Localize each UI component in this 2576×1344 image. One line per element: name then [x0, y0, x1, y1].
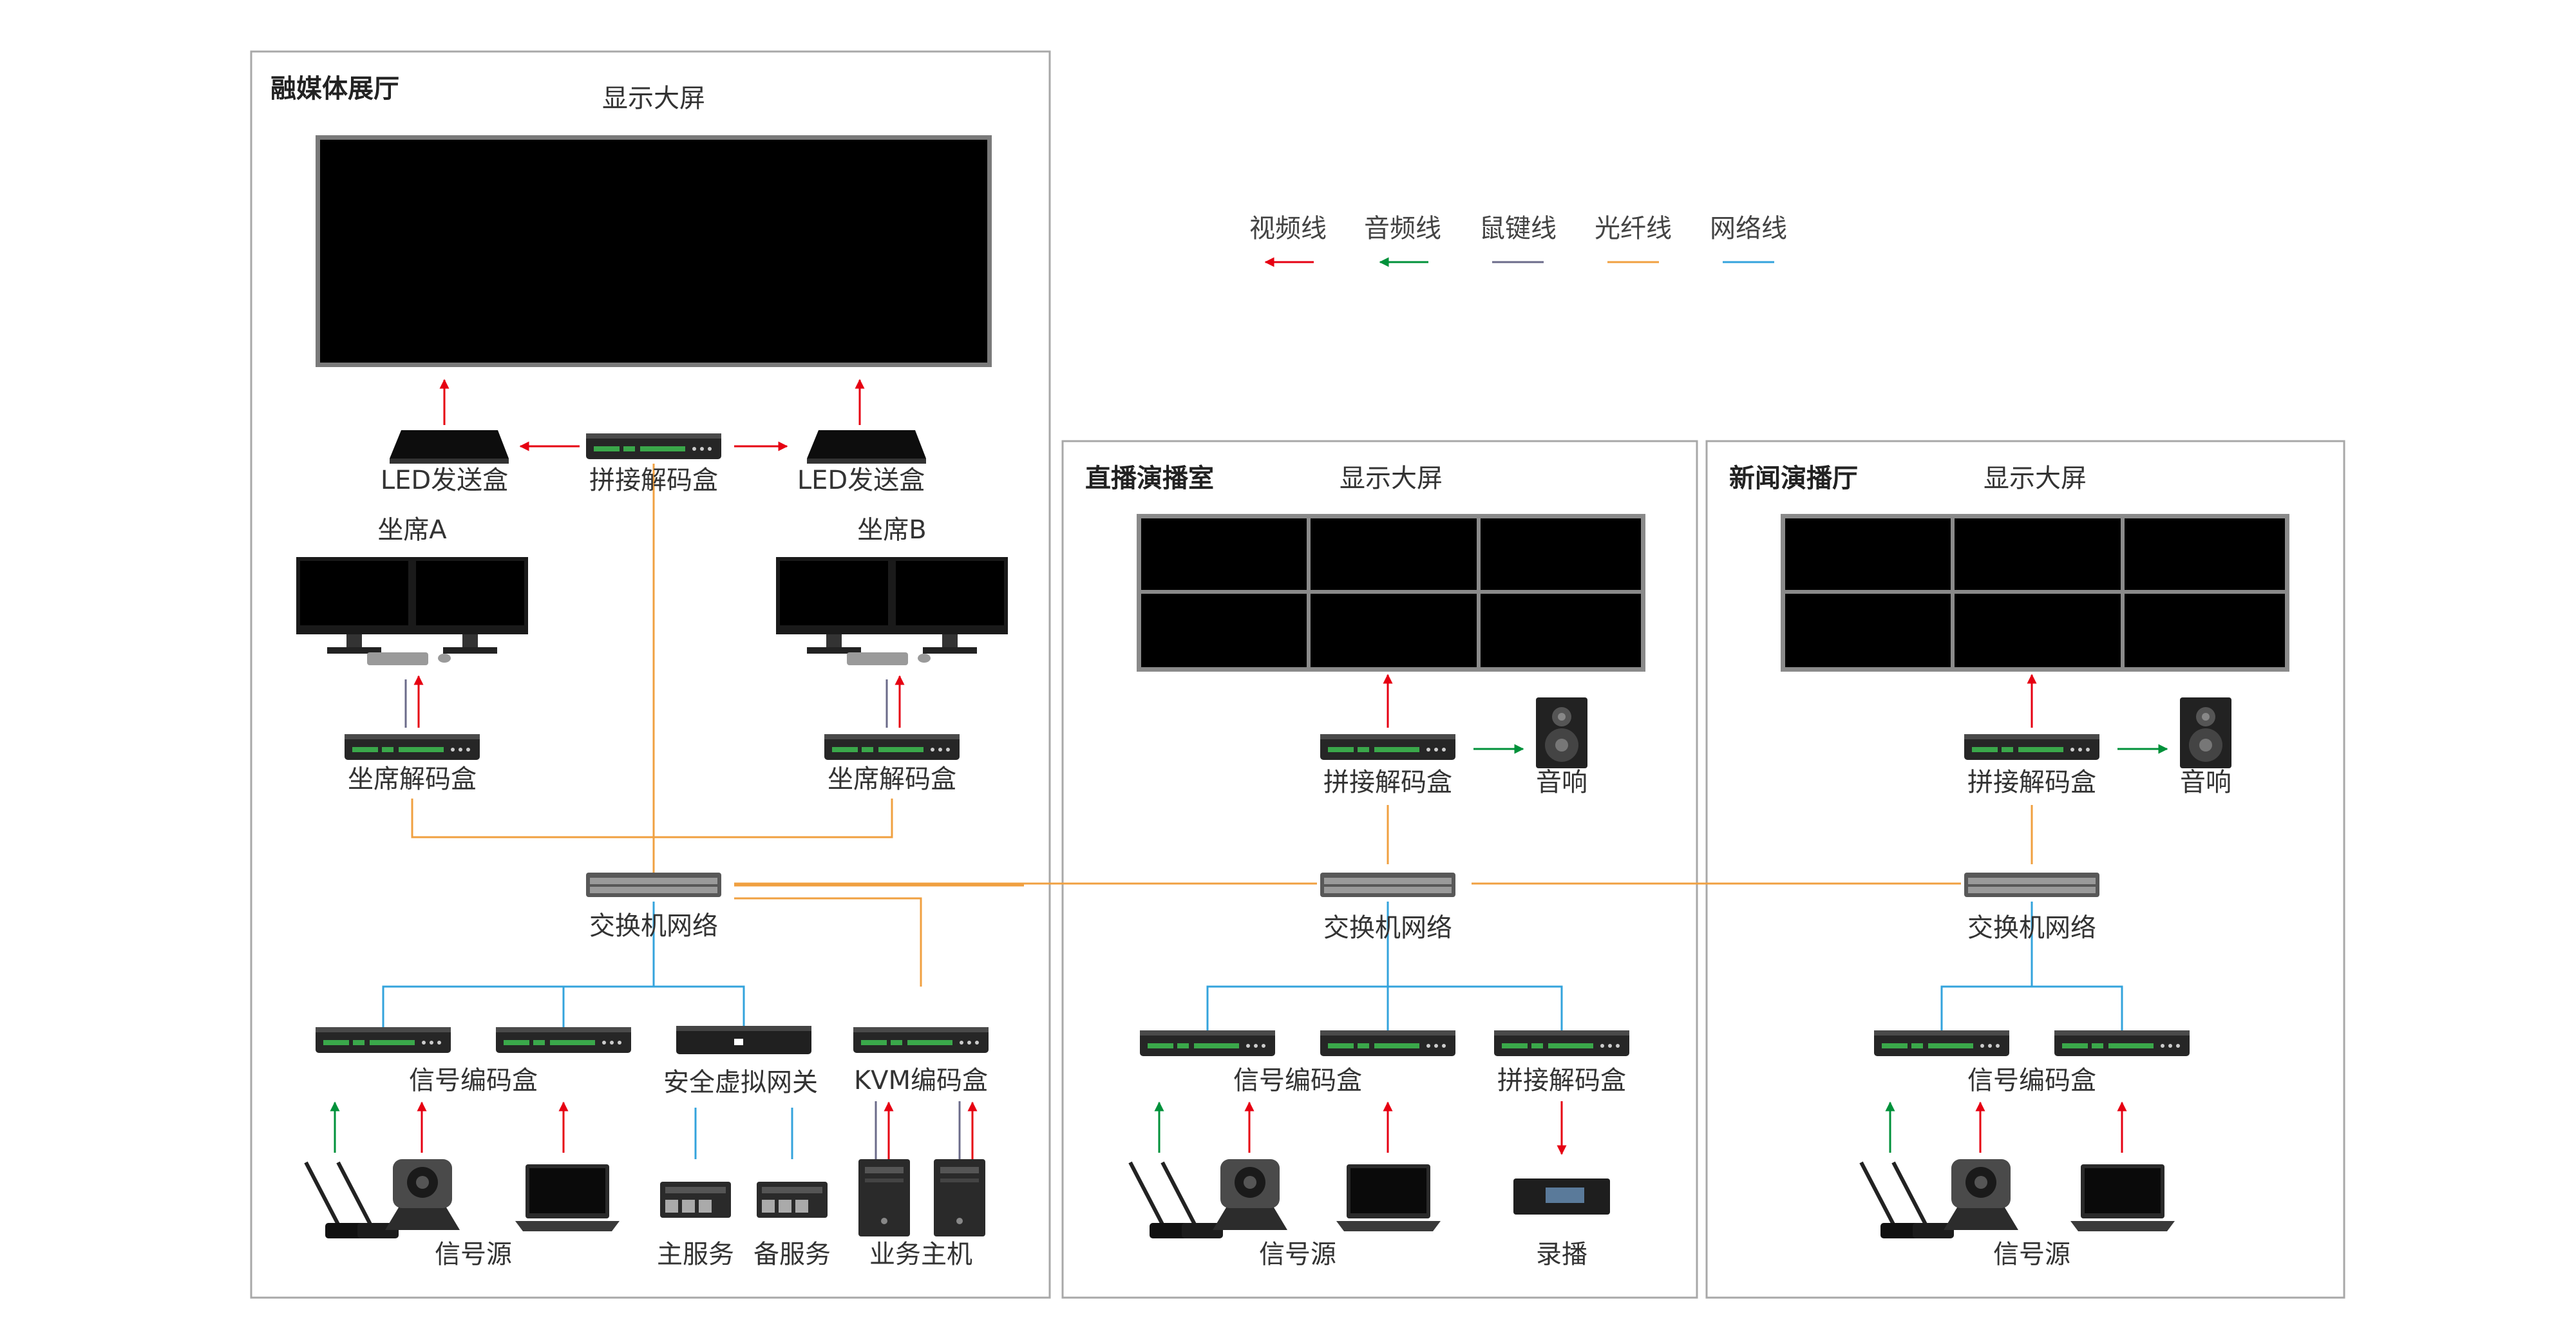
business-host-label: 业务主机 — [869, 1240, 972, 1269]
studio-switch-label: 交换机网络 — [1323, 913, 1452, 943]
network-links — [382, 902, 2123, 1159]
backup-server-label: 备服务 — [753, 1240, 831, 1269]
led-sender-left-label: LED发送盒 — [381, 466, 508, 495]
screen-label-hall: 显示大屏 — [602, 84, 705, 113]
recorder-device — [1513, 1178, 1610, 1215]
room-title-hall: 融媒体展厅 — [270, 74, 399, 104]
main-server-device — [660, 1182, 731, 1218]
seat-decoder-a-label: 坐席解码盒 — [348, 764, 477, 794]
studio-splice-decoder-2-device — [1494, 1030, 1629, 1056]
hall-switch-label: 交换机网络 — [589, 911, 718, 941]
seat-decoder-a-device — [345, 734, 480, 760]
studio-encoder-2-device — [1320, 1030, 1455, 1056]
studio-switch-device — [1320, 873, 1455, 897]
news-laptop-device — [2070, 1164, 2175, 1231]
microphone-device — [306, 1162, 399, 1238]
screen-label-news: 显示大屏 — [1984, 464, 2087, 493]
studio-splice-decoder-2-label: 拼接解码盒 — [1497, 1066, 1626, 1095]
splice-decoder-box-device — [586, 433, 721, 459]
room-frame-news — [1705, 440, 2345, 1299]
kvm-encoder-label: KVM编码盒 — [854, 1066, 988, 1095]
news-switch-device — [1964, 873, 2099, 897]
room-frame-studio — [1061, 440, 1698, 1299]
studio-splice-decoder-label: 拼接解码盒 — [1323, 768, 1452, 797]
svg-text:网络线: 网络线 — [1710, 214, 1787, 243]
news-splice-decoder-label: 拼接解码盒 — [1967, 768, 2096, 797]
svg-text:鼠键线: 鼠键线 — [1479, 214, 1557, 243]
kvm-encoder-device — [853, 1027, 989, 1053]
main-server-label: 主服务 — [657, 1240, 734, 1269]
hall-switch-device — [586, 873, 721, 897]
hall-signal-source-label: 信号源 — [435, 1240, 512, 1269]
camera-device — [385, 1159, 460, 1230]
news-encoder-1-device — [1874, 1030, 2009, 1056]
legend-video: 视频线 — [1249, 214, 1327, 267]
business-host-2-device — [934, 1159, 985, 1236]
legend: 视频线 音频线 鼠键线 光纤线 网络线 — [1249, 214, 1787, 267]
display-wall-studio — [1137, 514, 1645, 672]
news-camera-device — [1944, 1159, 2018, 1230]
legend-network: 网络线 — [1710, 214, 1787, 263]
seat-b-label: 坐席B — [857, 515, 926, 545]
news-splice-decoder-device — [1964, 734, 2099, 760]
seat-a-label: 坐席A — [377, 515, 447, 545]
room-title-news: 新闻演播厅 — [1729, 464, 1858, 493]
seat-decoder-b-label: 坐席解码盒 — [828, 764, 956, 794]
news-microphone-device — [1861, 1162, 1954, 1238]
news-switch-label: 交换机网络 — [1967, 913, 2096, 943]
studio-encoder-label: 信号编码盒 — [1233, 1066, 1362, 1095]
studio-speaker-device — [1536, 697, 1587, 768]
studio-laptop-device — [1336, 1164, 1441, 1231]
legend-audio: 音频线 — [1364, 214, 1441, 267]
laptop-device — [515, 1164, 620, 1231]
seat-decoder-b-device — [824, 734, 960, 760]
news-signal-source-label: 信号源 — [1993, 1240, 2070, 1269]
seat-b-workstation — [776, 557, 1008, 665]
studio-signal-source-label: 信号源 — [1259, 1240, 1336, 1269]
studio-camera-device — [1213, 1159, 1287, 1230]
legend-kvm: 鼠键线 — [1479, 214, 1557, 263]
seat-a-workstation — [296, 557, 528, 665]
news-encoder-label: 信号编码盒 — [1967, 1066, 2096, 1095]
studio-encoder-1-device — [1140, 1030, 1275, 1056]
room-title-studio: 直播演播室 — [1085, 464, 1214, 493]
studio-microphone-device — [1130, 1162, 1223, 1238]
backup-server-device — [757, 1182, 828, 1218]
business-host-1-device — [858, 1159, 910, 1236]
svg-text:视频线: 视频线 — [1249, 214, 1327, 243]
display-screen-hall — [316, 135, 992, 367]
studio-splice-decoder-device — [1320, 734, 1455, 760]
news-speaker-device — [2180, 697, 2231, 768]
led-sender-right-device — [807, 430, 926, 464]
video-links — [413, 379, 2127, 1159]
signal-encoder-2-device — [496, 1027, 631, 1053]
security-gateway-device — [676, 1026, 811, 1054]
news-encoder-2-device — [2054, 1030, 2190, 1056]
signal-encoder-label: 信号编码盒 — [409, 1066, 538, 1095]
legend-fiber: 光纤线 — [1595, 214, 1672, 263]
svg-text:光纤线: 光纤线 — [1595, 214, 1672, 243]
news-speaker-label: 音响 — [2180, 768, 2231, 797]
kvm-links — [404, 679, 961, 1159]
splice-decoder-label: 拼接解码盒 — [589, 466, 718, 495]
audio-links — [330, 744, 2168, 1153]
studio-speaker-label: 音响 — [1536, 768, 1587, 797]
display-wall-news — [1781, 514, 2289, 672]
led-sender-left-device — [390, 430, 509, 464]
security-gateway-label: 安全虚拟网关 — [663, 1068, 818, 1097]
svg-text:音频线: 音频线 — [1364, 214, 1441, 243]
led-sender-right-label: LED发送盒 — [797, 466, 925, 495]
recorder-label: 录播 — [1536, 1240, 1587, 1269]
fiber-links — [411, 464, 2033, 987]
signal-encoder-1-device — [316, 1027, 451, 1053]
room-frame-hall — [250, 50, 1051, 1299]
screen-label-studio: 显示大屏 — [1340, 464, 1443, 493]
